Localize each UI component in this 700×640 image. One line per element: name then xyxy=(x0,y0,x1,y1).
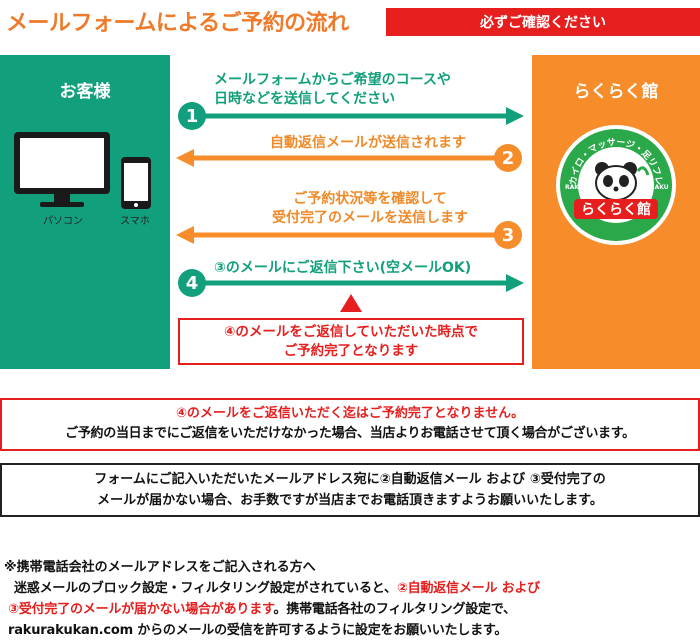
step-1-number: 1 xyxy=(186,106,199,127)
warning-line-2: ご予約の当日までにご返信をいただけなかった場合、当店よりお電話させて頂く場合がご… xyxy=(65,426,635,441)
step-3-number: 3 xyxy=(502,225,515,246)
step-1-arrow: 1 xyxy=(178,102,524,130)
step-4-number: 4 xyxy=(186,273,199,294)
step-2-arrow: 2 xyxy=(176,144,522,172)
customer-panel: お客様 パソコン スマホ xyxy=(0,55,170,369)
pc-label: パソコン xyxy=(43,216,83,227)
step-2-number: 2 xyxy=(502,148,515,169)
warning-line-1: ④のメールをご返信いただく迄はご予約完了となりません。 xyxy=(175,406,525,421)
pc-icon xyxy=(14,132,110,207)
warning-box: ④のメールをご返信いただく迄はご予約完了となりません。 ご予約の当日までにご返信… xyxy=(0,398,700,451)
logo-side-right: RAKU xyxy=(650,184,669,191)
smartphone-label: スマホ xyxy=(120,216,150,227)
step-3-text: ご予約状況等を確認して 受付完了のメールを送信します xyxy=(272,191,468,226)
step-1-text: メールフォームからご希望のコースや 日時などを送信してください xyxy=(214,72,451,107)
info-box: フォームにご記入いただいたメールアドレス宛に②自動返信メール および ③受付完了… xyxy=(0,463,700,517)
mobile-line-2: ③受付完了のメールが届かない場合があります。携帯電話各社のフィルタリング設定で、 xyxy=(8,602,516,617)
flow-arrows: 1 2 3 4 xyxy=(176,102,524,312)
shop-panel: らくらく館 カイロ・マッサージ・足リフレ RAKU RAKU らくらく館 xyxy=(532,55,700,369)
smartphone-icon xyxy=(121,157,151,209)
mobile-line-3: rakurakukan.com からのメールの受信を許可するように設定をお願いい… xyxy=(8,623,508,638)
completion-note: ④のメールをご返信していただいた時点で ご予約完了となります xyxy=(178,318,524,365)
step-2-text: 自動返信メールが送信されます xyxy=(270,135,466,151)
shop-title: らくらく館 xyxy=(573,82,659,102)
customer-title: お客様 xyxy=(59,82,111,102)
notice-badge: 必ずご確認ください xyxy=(386,8,700,36)
mobile-heading: ※携帯電話会社のメールアドレスをご記入される方へ xyxy=(4,560,316,575)
page-title: メールフォームによるご予約の流れ xyxy=(6,11,349,36)
info-line-1: フォームにご記入いただいたメールアドレス宛に②自動返信メール および ③受付完了… xyxy=(94,472,606,487)
pointer-triangle-icon xyxy=(340,294,362,312)
devices-illustration xyxy=(14,132,151,209)
panda-icon xyxy=(595,162,650,201)
logo-side-left: RAKU xyxy=(565,184,584,191)
logo-main-text: らくらく館 xyxy=(581,201,651,218)
step-4-arrow: 4 xyxy=(178,269,524,297)
shop-logo: カイロ・マッサージ・足リフレ RAKU RAKU らくらく館 xyxy=(556,125,676,245)
step-3-arrow: 3 xyxy=(176,221,522,249)
step-4-text: ③のメールにご返信下さい(空メールOK) xyxy=(214,260,472,276)
mobile-line-1: 迷惑メールのブロック設定・フィルタリング設定がされていると、②自動返信メール お… xyxy=(14,581,540,596)
info-line-2: メールが届かない場合、お手数ですが当店までお電話頂きますようお願いいたします。 xyxy=(97,493,603,508)
